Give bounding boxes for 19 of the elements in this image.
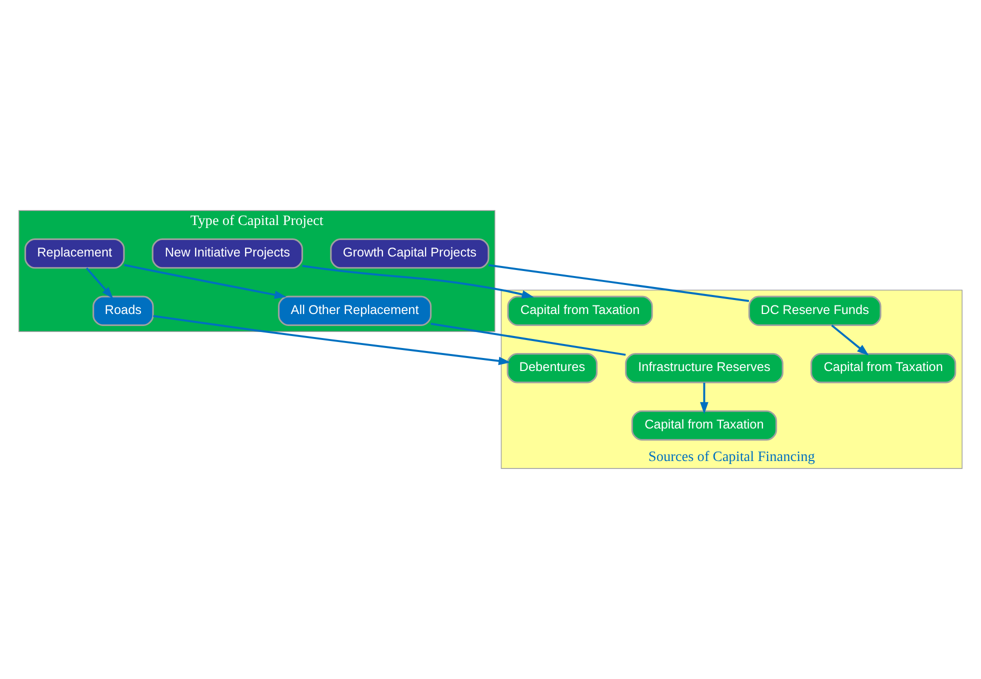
node-box: Capital from Taxation (507, 296, 653, 326)
node-box: All Other Replacement (278, 296, 432, 326)
node-box: Replacement (24, 238, 125, 269)
arrow (86, 267, 114, 299)
node-box: New Initiative Projects (152, 238, 304, 269)
node-box: Roads (92, 296, 154, 326)
node-box: DC Reserve Funds (748, 296, 882, 326)
node-box: Growth Capital Projects (330, 238, 490, 269)
node-box: Debentures (506, 353, 598, 384)
arrow (124, 264, 286, 299)
arrow (831, 324, 869, 356)
arrow (153, 315, 511, 366)
arrow (700, 382, 708, 414)
connector (488, 264, 750, 302)
connector (430, 322, 626, 356)
node-box: Capital from Taxation (631, 410, 778, 441)
node-box: Capital from Taxation (810, 353, 956, 384)
node-box: Infrastructure Reserves (625, 353, 784, 384)
arrow (302, 264, 534, 298)
